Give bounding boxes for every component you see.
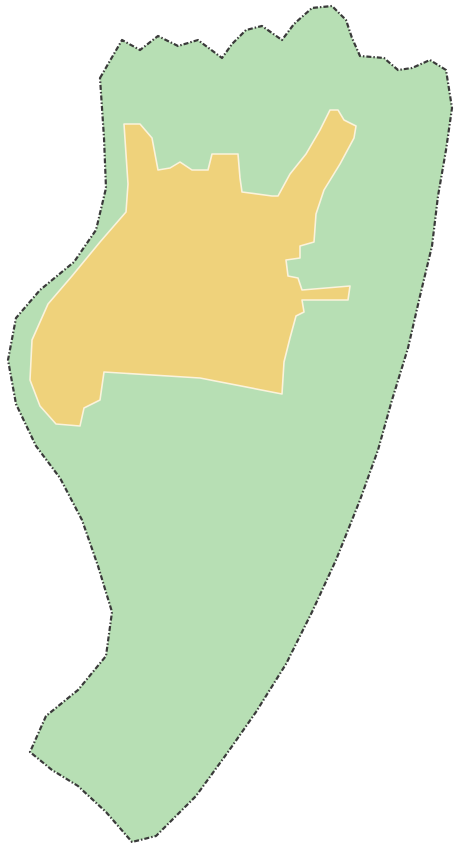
- outer-district-region[interactable]: [6, 4, 454, 843]
- urban-core-region[interactable]: [29, 109, 357, 427]
